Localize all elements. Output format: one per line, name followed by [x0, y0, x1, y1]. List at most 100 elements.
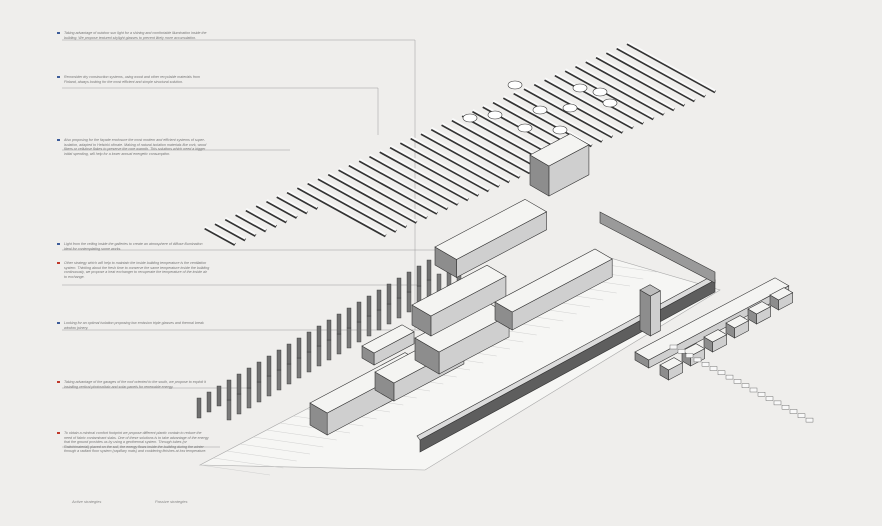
roof-slat-shadow [245, 208, 277, 228]
roof-slat-shadow [595, 55, 686, 107]
skylight [572, 83, 588, 93]
roof-slat-shadow [513, 91, 603, 143]
annotation-text: Reconsider dry construction systems, usi… [64, 75, 201, 84]
annotation-ventilation: Other strategy which will help to mainta… [57, 261, 210, 279]
roof-slat-shadow [626, 42, 717, 94]
annotation-text: Other strategy which will help to mainta… [64, 261, 210, 279]
photovoltaic-panel [366, 315, 372, 337]
roof-slat [256, 203, 287, 222]
roof-slat-shadow [616, 46, 706, 98]
roof-slat-shadow [564, 69, 655, 121]
photovoltaic-panel [406, 291, 412, 313]
bridge-segment [685, 353, 694, 358]
photovoltaic-panel [336, 313, 342, 335]
ground-hatch-line [239, 443, 311, 455]
skylight [462, 113, 478, 123]
skylight [602, 98, 618, 108]
wing-room-top [725, 315, 750, 329]
photovoltaic-panel [216, 385, 222, 407]
roof-slat [513, 90, 603, 142]
active-bullet-icon [57, 139, 60, 141]
roof-slat [266, 198, 298, 218]
photovoltaic-panel [316, 325, 322, 347]
photovoltaic-panel [246, 367, 252, 389]
skylight [562, 103, 578, 113]
roof-slat [451, 117, 541, 169]
annotation-diffuse-light: Light from the ceiling inside the galler… [57, 242, 210, 251]
bridge-segment [765, 396, 774, 401]
photovoltaic-panel [306, 351, 312, 373]
photovoltaic-panel [306, 331, 312, 353]
photovoltaic-panel [356, 301, 362, 323]
photovoltaic-panel [386, 303, 392, 325]
photovoltaic-panel [266, 355, 272, 377]
roof-slat [276, 194, 308, 213]
wing-core-side [639, 289, 651, 337]
roof-slat [235, 212, 267, 231]
tower-volume-top [529, 133, 590, 167]
legend-active: Active strategies [72, 499, 102, 504]
roof-slat-shadow [389, 145, 480, 197]
wing-room-top [703, 329, 728, 343]
annotation-dry-construction: Reconsider dry construction systems, usi… [57, 75, 210, 84]
ground-hatch-line [266, 429, 337, 441]
roof-slat [626, 41, 716, 92]
roof-slat-shadow [296, 186, 387, 238]
roof-slat [379, 149, 469, 200]
roof-slat [286, 189, 318, 209]
passive-bullet-icon [57, 262, 60, 264]
bridge-segment [757, 392, 766, 397]
skylight [507, 80, 523, 90]
roof-slat [328, 171, 418, 223]
roof-slat [225, 216, 257, 236]
volume-d-top [411, 264, 507, 317]
legend-passive: Passive strategies [155, 499, 188, 504]
photovoltaic-panel [196, 397, 202, 419]
photovoltaic-panel [226, 399, 232, 421]
roof-slat-shadow [554, 73, 644, 125]
roof-slat [245, 207, 277, 227]
bridge-segment [717, 370, 726, 375]
skylight [517, 123, 533, 133]
skylight [487, 110, 503, 120]
roof-slat-shadow [410, 136, 500, 188]
photovoltaic-panel [276, 369, 282, 391]
roof-slat [420, 131, 510, 182]
annotation-text: Light from the ceiling inside the galler… [64, 242, 203, 251]
roof-slat [400, 140, 490, 191]
photovoltaic-panel [426, 259, 432, 281]
skylight [592, 87, 608, 97]
roof-slat-shadow [379, 150, 469, 202]
bridge-segment [669, 344, 678, 350]
photovoltaic-panel [326, 319, 332, 341]
skylight [532, 105, 548, 115]
bridge-segment [797, 413, 806, 418]
roof-slat-shadow [235, 213, 267, 233]
photovoltaic-panel [346, 307, 352, 329]
photovoltaic-panel [316, 345, 322, 367]
roof-slat-shadow [523, 87, 614, 139]
roof-slat [616, 45, 706, 97]
annotation-photovoltaic: Taking advantage of the garages of the r… [57, 380, 210, 389]
roof-slat-shadow [224, 217, 257, 237]
roof-slat-shadow [575, 64, 665, 116]
photovoltaic-panel [256, 361, 262, 383]
roof-slat-shadow [214, 222, 247, 242]
bridge-segment [677, 349, 686, 354]
roof-slat-shadow [204, 226, 236, 246]
roof-slat-shadow [544, 78, 634, 130]
photovoltaic-panel [276, 349, 282, 371]
roof-slat-shadow [369, 154, 459, 206]
leader-line [62, 39, 416, 330]
annotation-geothermal: To obtain a minimal comfort footprint we… [57, 431, 210, 454]
photovoltaic-panel [236, 393, 242, 415]
wing-room-top [769, 287, 794, 301]
wing-room-top [747, 301, 772, 315]
bridge-segment [789, 409, 798, 414]
ground-hatch-line [226, 450, 297, 462]
photovoltaic-panel [266, 375, 272, 397]
photovoltaic-panel [396, 297, 402, 319]
wing-core-front [650, 290, 661, 337]
roof-slat-shadow [585, 60, 675, 112]
roof-slat-shadow [266, 199, 298, 219]
